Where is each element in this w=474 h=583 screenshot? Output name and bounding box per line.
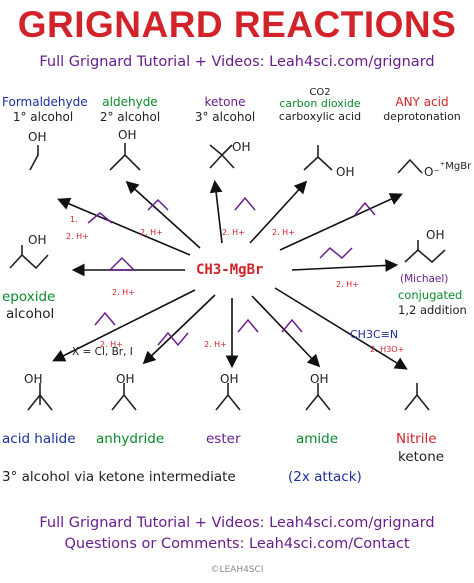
label-aldehyde: aldehyde [102,95,158,109]
carboxylate-structure [397,158,423,174]
label-secondary-alcohol: 2° alcohol [99,110,161,124]
oh-label: OH [24,372,43,386]
label-tertiary-alcohol: 3° alcohol [194,110,256,124]
label-addition: 1,2 addition [398,303,467,317]
label-nitrile-ketone: ketone [398,449,445,465]
footer-tutorial-link[interactable]: Full Grignard Tutorial + Videos: Leah4sc… [0,515,474,531]
carboxylic-acid-structure [303,145,333,171]
aldehyde-reagent [147,198,169,211]
label-ester: ester [206,431,241,447]
label-any-acid: ANY acid [395,95,449,109]
label-michael: (Michael) [400,273,449,285]
oh-label: OH [118,128,137,142]
conjugated-product-structure [404,240,446,264]
label-conjugated: conjugated [398,288,463,302]
oh-label: OH [116,372,135,386]
label-formaldehyde: Formaldehyde [2,95,88,109]
ketone-reagent [234,196,256,211]
label-deprotonation: deprotonation [383,110,461,123]
label-epoxide: epoxide [2,289,56,305]
anhydride-reagent [157,331,189,347]
page-title: GRIGNARD REACTIONS [17,4,457,45]
label-co2-formula: CO2 [309,87,331,98]
step-label: 2. H+ [336,280,359,289]
tertiary-alcohol-top-structure [209,144,235,169]
primary-alcohol-structure [29,145,39,171]
oh-label: OH [28,233,47,247]
arrow-conjugated [291,259,399,272]
label-nitrile-formula: CH3C≡N [350,328,399,341]
step-label: 2. H+ [100,340,123,349]
label-ketone: ketone [204,95,246,109]
secondary-alcohol-structure [109,143,141,171]
oh-label: OH [28,130,47,144]
label-attack: (2x attack) [288,469,362,485]
label-epoxide-alcohol: alcohol [6,306,55,322]
arrow-ketone [209,179,223,244]
label-carbon-dioxide: carbon dioxide [279,97,361,110]
arrow-aldehyde [125,180,201,249]
oh-label: OH [426,228,445,242]
step-label: 2. H+ [140,228,163,237]
copyright: ©LEAH4SCI [210,565,264,575]
epoxide-reagent [108,256,136,271]
arrow-acid-halide [52,289,196,362]
epoxide-product-structure [9,245,49,270]
step-label: 2. H+ [222,228,245,237]
oh-label: OH [232,140,251,154]
amide-reagent [281,318,303,333]
step-label: 2. H+ [272,228,295,237]
label-acid-halide: acid halide [2,431,76,447]
label-nitrile: Nitrile [396,431,437,447]
label-anhydride: anhydride [96,431,165,447]
tert-alcohol-1 [27,383,53,411]
step-label: 1. [70,215,78,224]
oh-label: OH [336,165,355,179]
ketone-product [404,383,430,411]
tert-alcohol-2 [111,383,137,411]
arrow-co2 [249,180,308,244]
o-minus-label: O⁻ [424,165,440,179]
arrow-nitrile [274,287,408,370]
formaldehyde-reagent [87,212,113,224]
label-amide: amide [296,431,339,447]
grignard-reagent: CH3-MgBr [196,262,264,278]
acid-reagent [354,201,376,216]
oh-label: OH [310,372,329,386]
footer-contact-link[interactable]: Questions or Comments: Leah4sci.com/Cont… [0,536,474,552]
arrow-acid [279,193,403,251]
label-summary: 3° alcohol via ketone intermediate [2,469,236,485]
tert-alcohol-4 [305,383,331,411]
arrow-anhydride [142,294,216,365]
subtitle-link[interactable]: Full Grignard Tutorial + Videos: Leah4sc… [39,54,435,70]
tert-alcohol-3 [215,383,241,411]
label-x-halides: X = Cl, Br, I [72,346,133,358]
ester-reagent [237,318,259,333]
step-label: 2. H+ [204,340,227,349]
mgbr-label: ⁺MgBr [440,161,472,172]
acid-halide-reagent [94,311,116,326]
step-label: 2. H+ [66,232,89,241]
step-label: 2. H3O+ [370,345,405,354]
oh-label: OH [220,372,239,386]
arrow-formaldehyde [57,197,191,256]
enone-reagent [319,246,353,260]
label-carboxylic-acid: carboxylic acid [278,110,362,123]
label-primary-alcohol: 1° alcohol [12,110,74,124]
step-label: 2. H+ [112,288,135,297]
arrow-amide [251,295,321,368]
